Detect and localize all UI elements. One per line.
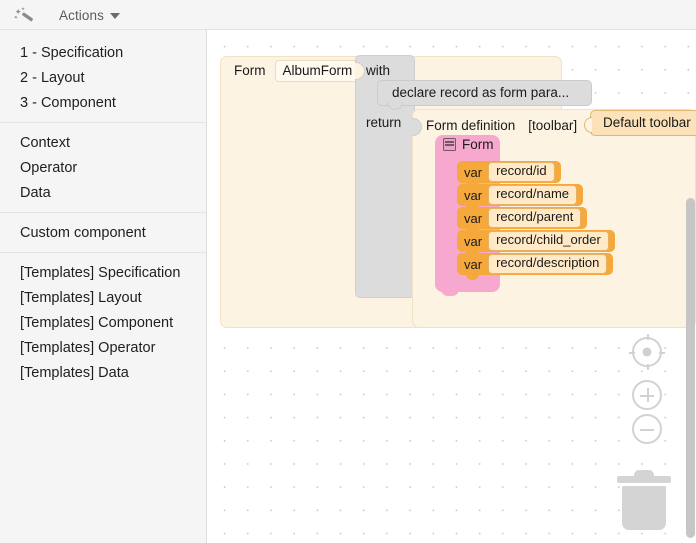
sidebar-item-operator[interactable]: Operator	[20, 160, 78, 176]
var-keyword-label: var	[464, 210, 483, 226]
var-block-record-child-order[interactable]: var record/child_order	[457, 230, 615, 257]
sidebar-item-context[interactable]: Context	[20, 135, 70, 151]
plus-vertical	[646, 388, 649, 402]
sidebar-item-templates-operator[interactable]: [Templates] Operator	[20, 340, 156, 356]
var-keyword-label: var	[464, 256, 483, 272]
var-keyword-label: var	[464, 187, 483, 203]
var-keyword-label: var	[464, 164, 483, 180]
zoom-in-icon[interactable]	[632, 380, 662, 410]
form-definition-header: Form definition [toolbar]	[426, 119, 577, 133]
trash-lid	[617, 476, 671, 483]
var-value-field[interactable]: record/child_order	[488, 231, 609, 251]
form-keyword-label: Form	[234, 63, 266, 79]
var-block-record-name[interactable]: var record/name	[457, 184, 584, 211]
trash-body	[622, 486, 666, 530]
list-collapse-icon[interactable]	[443, 138, 456, 152]
var-block-record-id[interactable]: var record/id	[457, 161, 561, 188]
toolbox-group-templates: [Templates] Specification [Templates] La…	[0, 252, 206, 392]
default-toolbar-block[interactable]: Default toolbar	[584, 110, 696, 136]
form-pink-block-foot	[435, 275, 500, 292]
block-notch-left	[355, 62, 365, 80]
chevron-down-icon	[109, 13, 120, 19]
trash-icon[interactable]	[617, 468, 671, 530]
var-value-field[interactable]: record/parent	[488, 208, 582, 228]
form-name-field[interactable]: AlbumForm	[274, 59, 361, 83]
center-dot	[642, 347, 652, 357]
sidebar-item-layout[interactable]: 2 - Layout	[20, 70, 85, 86]
toolbox-sidebar: 1 - Specification 2 - Layout 3 - Compone…	[0, 30, 207, 543]
sidebar-item-custom-component[interactable]: Custom component	[20, 225, 146, 241]
sidebar-item-templates-data[interactable]: [Templates] Data	[20, 365, 129, 381]
sidebar-item-templates-component[interactable]: [Templates] Component	[20, 315, 174, 331]
return-label: return	[366, 115, 402, 130]
var-value-field[interactable]: record/name	[488, 185, 578, 205]
var-value-field[interactable]: record/description	[488, 254, 608, 274]
block-canvas[interactable]: Form AlbumForm with return declare recor…	[207, 30, 696, 543]
form-pink-title: Form	[462, 137, 494, 152]
top-toolbar: Actions	[0, 0, 696, 30]
sidebar-item-templates-layout[interactable]: [Templates] Layout	[20, 290, 142, 306]
sidebar-item-templates-specification[interactable]: [Templates] Specification	[20, 265, 181, 281]
toolbox-group-custom: Custom component	[0, 212, 206, 252]
toolbox-group-steps: 1 - Specification 2 - Layout 3 - Compone…	[0, 38, 206, 122]
center-tick-bottom	[646, 364, 649, 370]
with-label: with	[366, 63, 391, 78]
var-block-record-parent[interactable]: var record/parent	[457, 207, 588, 234]
zoom-out-icon[interactable]	[632, 414, 662, 444]
sidebar-item-specification[interactable]: 1 - Specification	[20, 45, 124, 61]
sidebar-item-data[interactable]: Data	[20, 185, 51, 201]
declare-record-label: declare record as form para...	[392, 85, 570, 101]
var-keyword-label: var	[464, 233, 483, 249]
form-definition-title: Form definition	[426, 118, 516, 133]
var-block-record-description[interactable]: var record/description	[457, 253, 614, 280]
minus-horizontal	[640, 428, 654, 431]
center-tick-right	[659, 351, 665, 354]
center-target-icon[interactable]	[629, 334, 665, 370]
toolbar-param-label: [toolbar]	[528, 118, 578, 133]
form-pink-header: Form	[443, 138, 494, 152]
var-value-field[interactable]: record/id	[488, 162, 555, 182]
form-definition-notch	[412, 118, 422, 136]
center-tick-top	[646, 334, 649, 340]
form-block-header: Form AlbumForm	[221, 57, 361, 85]
center-tick-left	[629, 351, 635, 354]
trash-handle	[634, 470, 654, 478]
declare-record-block[interactable]: declare record as form para...	[377, 80, 593, 110]
canvas-vertical-scrollbar[interactable]	[685, 30, 696, 543]
toolbox-group-primitives: Context Operator Data	[0, 122, 206, 212]
actions-menu-label: Actions	[59, 7, 104, 23]
sidebar-item-component[interactable]: 3 - Component	[20, 95, 116, 111]
canvas-vertical-scrollbar-thumb[interactable]	[686, 198, 695, 538]
magic-wand-icon[interactable]	[14, 6, 34, 26]
actions-menu-button[interactable]: Actions	[55, 5, 124, 25]
form-pink-block-tab	[441, 289, 459, 296]
